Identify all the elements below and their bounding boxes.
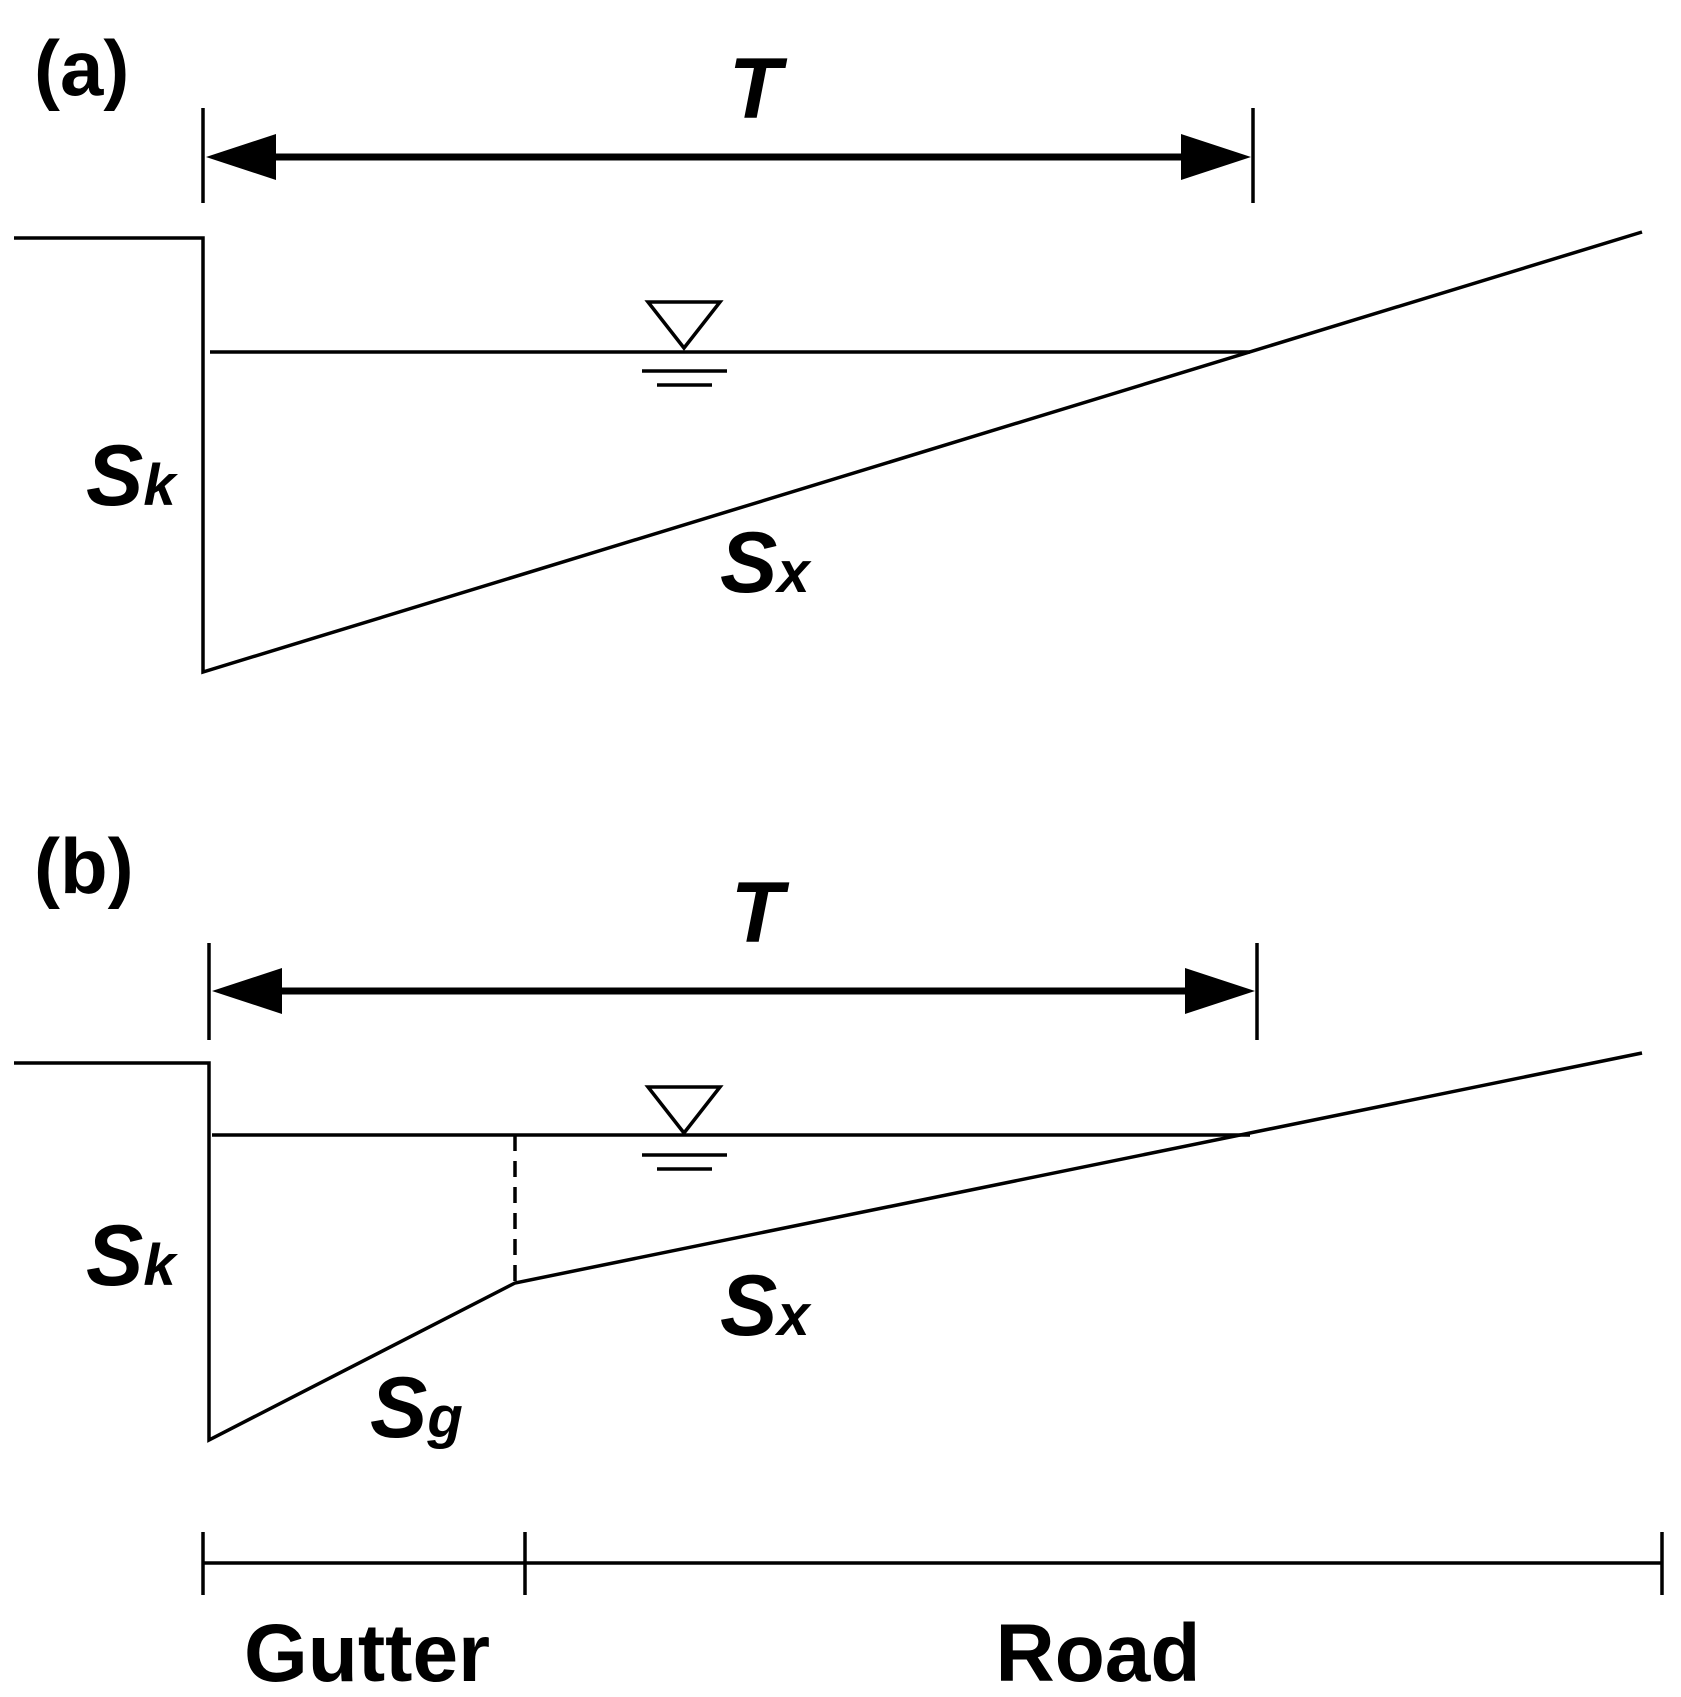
panel-a-spread-dimension: T (201, 41, 1255, 203)
panel-b-spread-label: T (731, 865, 790, 961)
panel-a-ground-profile (14, 230, 1643, 675)
panel-a-spread-label: T (729, 41, 788, 137)
panel-b-arrowhead-right (1185, 968, 1255, 1014)
panel-a-arrowhead-right (1181, 134, 1251, 180)
panel-a-curb-slope-label: Sk (86, 428, 178, 524)
panel-a: (a) T Sk Sx (14, 24, 1643, 675)
panel-a-cross-slope-label: Sx (720, 515, 812, 611)
road-zone-label: Road (996, 1608, 1201, 1697)
panel-b-cross-slope-label: Sx (720, 1258, 812, 1354)
gutter-zone-label: Gutter (244, 1608, 490, 1697)
panel-b-spread-dimension: T (207, 865, 1259, 1040)
panel-b-water-level-symbol (642, 1085, 727, 1171)
panel-a-arrowhead-left (206, 134, 276, 180)
panel-a-water-level-symbol (642, 300, 727, 387)
panel-b-ground-profile (14, 1051, 1643, 1443)
panel-b-label: (b) (34, 822, 134, 910)
panel-b-arrowhead-left (212, 968, 282, 1014)
panel-b-gutter-slope-label: Sg (370, 1360, 463, 1456)
panel-b-zone-scale: Gutter Road (201, 1532, 1664, 1697)
panel-a-label: (a) (34, 24, 129, 112)
panel-b: (b) T Sk Sx Sg Gutter (14, 822, 1664, 1697)
panel-b-curb-slope-label: Sk (86, 1208, 178, 1304)
